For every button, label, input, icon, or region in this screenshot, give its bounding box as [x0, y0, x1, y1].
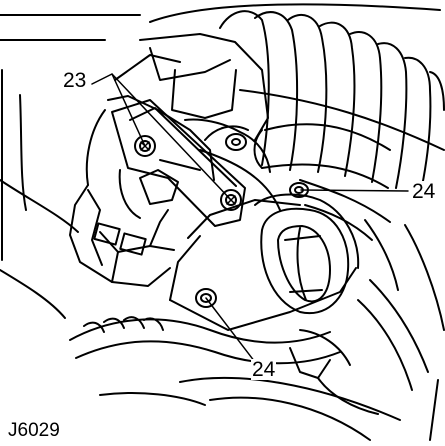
lower-hoses [69, 219, 445, 441]
coolant-pipe [253, 123, 391, 241]
figure-reference-code: J6029 [8, 420, 60, 441]
sensor-bracket [111, 99, 246, 227]
callout-23: 23 [62, 69, 88, 92]
throttle-body [169, 149, 360, 331]
mounting-bolt-lower [195, 288, 217, 308]
air-intake-hose [149, 3, 445, 197]
bracket-screw-upper [134, 135, 156, 157]
callout-24-right: 24 [411, 180, 437, 203]
leader-lines [91, 73, 409, 367]
throttle-position-sensor [69, 95, 215, 287]
callout-24-lower: 24 [251, 358, 277, 381]
background-lines [0, 14, 141, 319]
throttle-housing [114, 33, 271, 173]
bracket-screw-lower [220, 189, 242, 211]
